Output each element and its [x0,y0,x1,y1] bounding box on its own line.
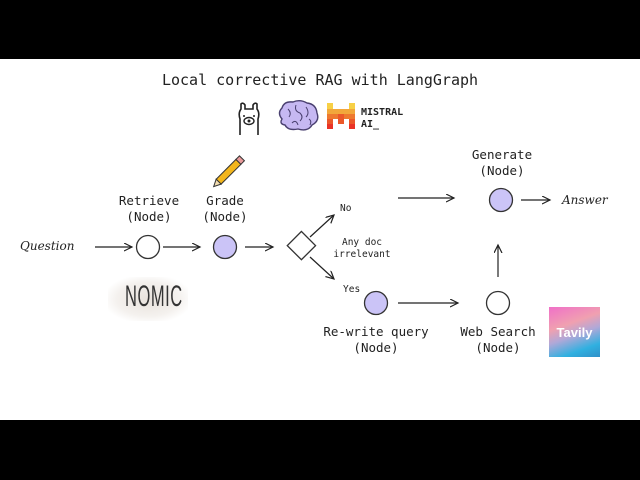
grade-node-label: Grade (Node) [202,193,248,224]
decision-label: Any doc irrelevant [333,237,391,260]
node-generate [488,187,514,213]
branch-yes-label: Yes [343,284,361,295]
websearch-node-label: Web Search (Node) [460,324,536,355]
question-label: Question [20,239,75,253]
node-websearch [485,290,511,316]
mistral-line1: MISTRAL [361,107,404,118]
edge-decision-yes [309,256,334,279]
diagram-graph [95,187,640,316]
brain-icon [278,100,319,131]
llama-icon [238,102,260,135]
tavily-logo: Tavily [549,307,600,357]
edge-decision-no [309,215,334,238]
mistral-logo-text: MISTRAL AI_ [361,107,403,131]
answer-label: Answer [562,193,608,207]
nomic-logo-text: NOMIC [125,280,183,313]
tavily-logo-text: Tavily [556,324,593,340]
diagram-canvas: Local corrective RAG with LangGraph MIST… [0,59,640,420]
diagram-title: Local corrective RAG with LangGraph [161,71,479,89]
mistral-line2: AI_ [361,119,380,130]
pencil-icon [212,155,246,188]
node-grade [212,234,238,260]
node-decision [286,230,317,261]
generate-node-label: Generate (Node) [471,147,533,178]
node-retrieve [135,234,161,260]
rewrite-node-label: Re-write query (Node) [323,324,429,355]
retrieve-node-label: Retrieve (Node) [118,193,180,224]
node-rewrite [363,290,389,316]
mistral-logo-icon [327,103,355,129]
nomic-logo: NOMIC [108,277,188,321]
branch-no-label: No [340,203,352,214]
